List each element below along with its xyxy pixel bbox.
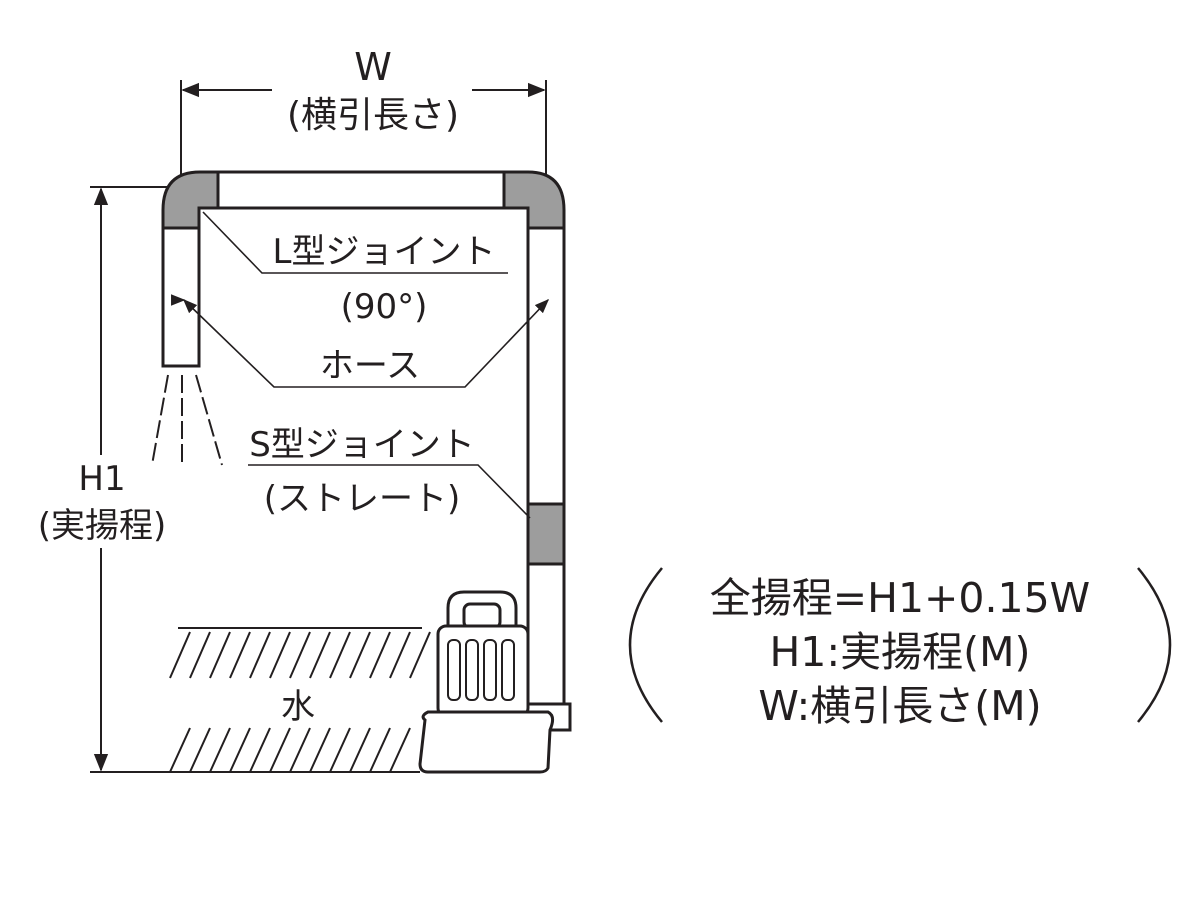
formula-right-paren <box>1137 567 1172 723</box>
left-vertical-hose <box>161 226 201 368</box>
hose-label: ホース <box>320 346 420 386</box>
right-vertical-hose-lower <box>526 562 566 706</box>
water-label: 水 <box>281 687 315 727</box>
water-hatching <box>169 627 431 773</box>
l-joint-left <box>161 170 220 230</box>
w-label: W <box>354 45 392 89</box>
l-joint-angle-label: (90°) <box>341 287 428 327</box>
water-spray <box>151 374 223 466</box>
formula-left-paren <box>628 567 663 723</box>
callout-labels: L型ジョイント (90°) ホース S型ジョイント (ストレート) 水 <box>249 232 495 727</box>
s-joint <box>526 502 566 566</box>
s-joint-type-label: (ストレート) <box>264 479 461 519</box>
callout-lines <box>182 211 550 519</box>
horizontal-hose <box>216 170 506 210</box>
l-joint-leader <box>202 211 508 274</box>
hose-leader-left <box>183 299 549 388</box>
submersible-pump <box>418 590 555 774</box>
l-joint-right <box>502 170 566 230</box>
w-dimension: W (横引長さ) <box>180 45 547 178</box>
hose-assembly <box>161 170 572 732</box>
pump-base <box>418 710 555 774</box>
formula-line-2: H1:実揚程(M) <box>769 628 1030 676</box>
formula-box: 全揚程=H1+0.15W H1:実揚程(M) W:横引長さ(M) <box>628 567 1172 730</box>
h1-dimension: H1 (実揚程) <box>38 186 420 773</box>
formula-line-3: W:横引長さ(M) <box>758 682 1041 730</box>
l-joint-label: L型ジョイント <box>273 232 496 272</box>
h1-sub-label: (実揚程) <box>38 506 167 546</box>
w-sub-label: (横引長さ) <box>287 95 459 136</box>
s-joint-label: S型ジョイント <box>249 425 475 465</box>
right-vertical-hose-upper <box>526 226 566 506</box>
h1-label: H1 <box>78 459 125 499</box>
s-joint-leader <box>248 464 531 519</box>
formula-line-1: 全揚程=H1+0.15W <box>710 574 1090 622</box>
